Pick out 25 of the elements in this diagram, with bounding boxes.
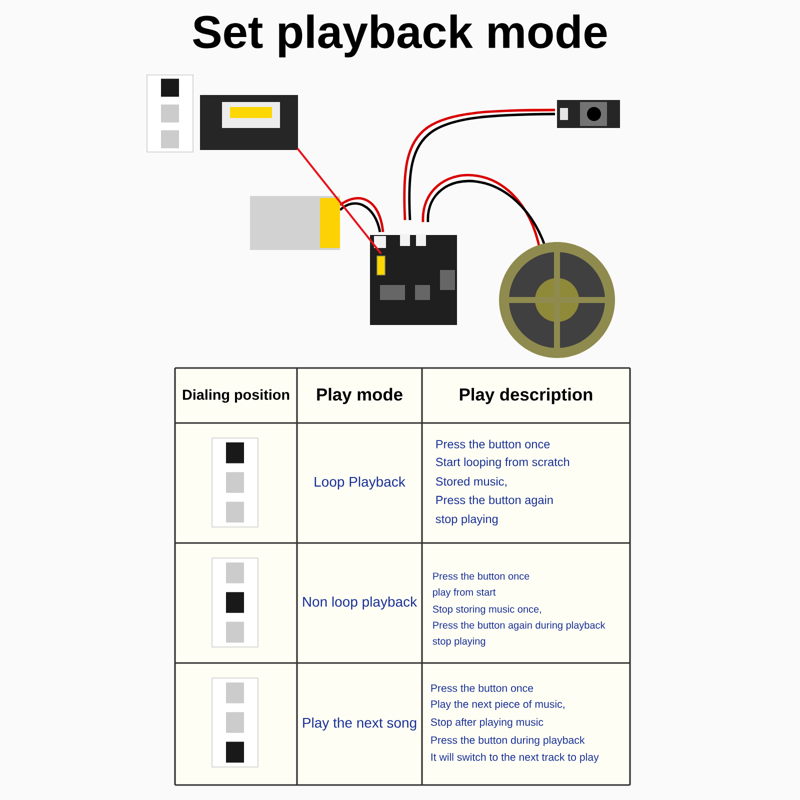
leader-line [296, 148, 382, 254]
switch-marker [376, 256, 386, 276]
column-header: Dialing position [182, 389, 290, 403]
description-line: Press the button again during playback [433, 621, 606, 631]
description-line: It will switch to the next track to play [431, 753, 599, 763]
description-line: Stop storing music once, [432, 605, 541, 615]
description-line: Press the button during playback [431, 736, 585, 746]
description-line: stop playing [432, 637, 486, 647]
description-line: Press the button again [436, 496, 553, 506]
description-line: Stored music, [436, 477, 506, 488]
zoom-inset [222, 102, 280, 128]
play-mode-text: Non loop playback [303, 596, 418, 610]
column-header: Play mode [317, 388, 402, 404]
description-line: Play the next piece of music, [431, 700, 564, 710]
description-line: Press the button once [433, 572, 530, 580]
title: Set playback mode [192, 14, 607, 58]
description-line: play from start [433, 588, 496, 598]
description-line: stop playing [436, 514, 498, 526]
description-line: Start looping from scratch [436, 458, 570, 468]
description-line: Stop after playing music [430, 718, 544, 728]
play-mode-text: Loop Playback [314, 476, 406, 490]
description-line: Press the button once [431, 684, 534, 692]
play-mode-text: Play the next song [303, 718, 416, 731]
description-line: Press the button once [436, 440, 550, 448]
column-header: Play description [460, 388, 592, 404]
